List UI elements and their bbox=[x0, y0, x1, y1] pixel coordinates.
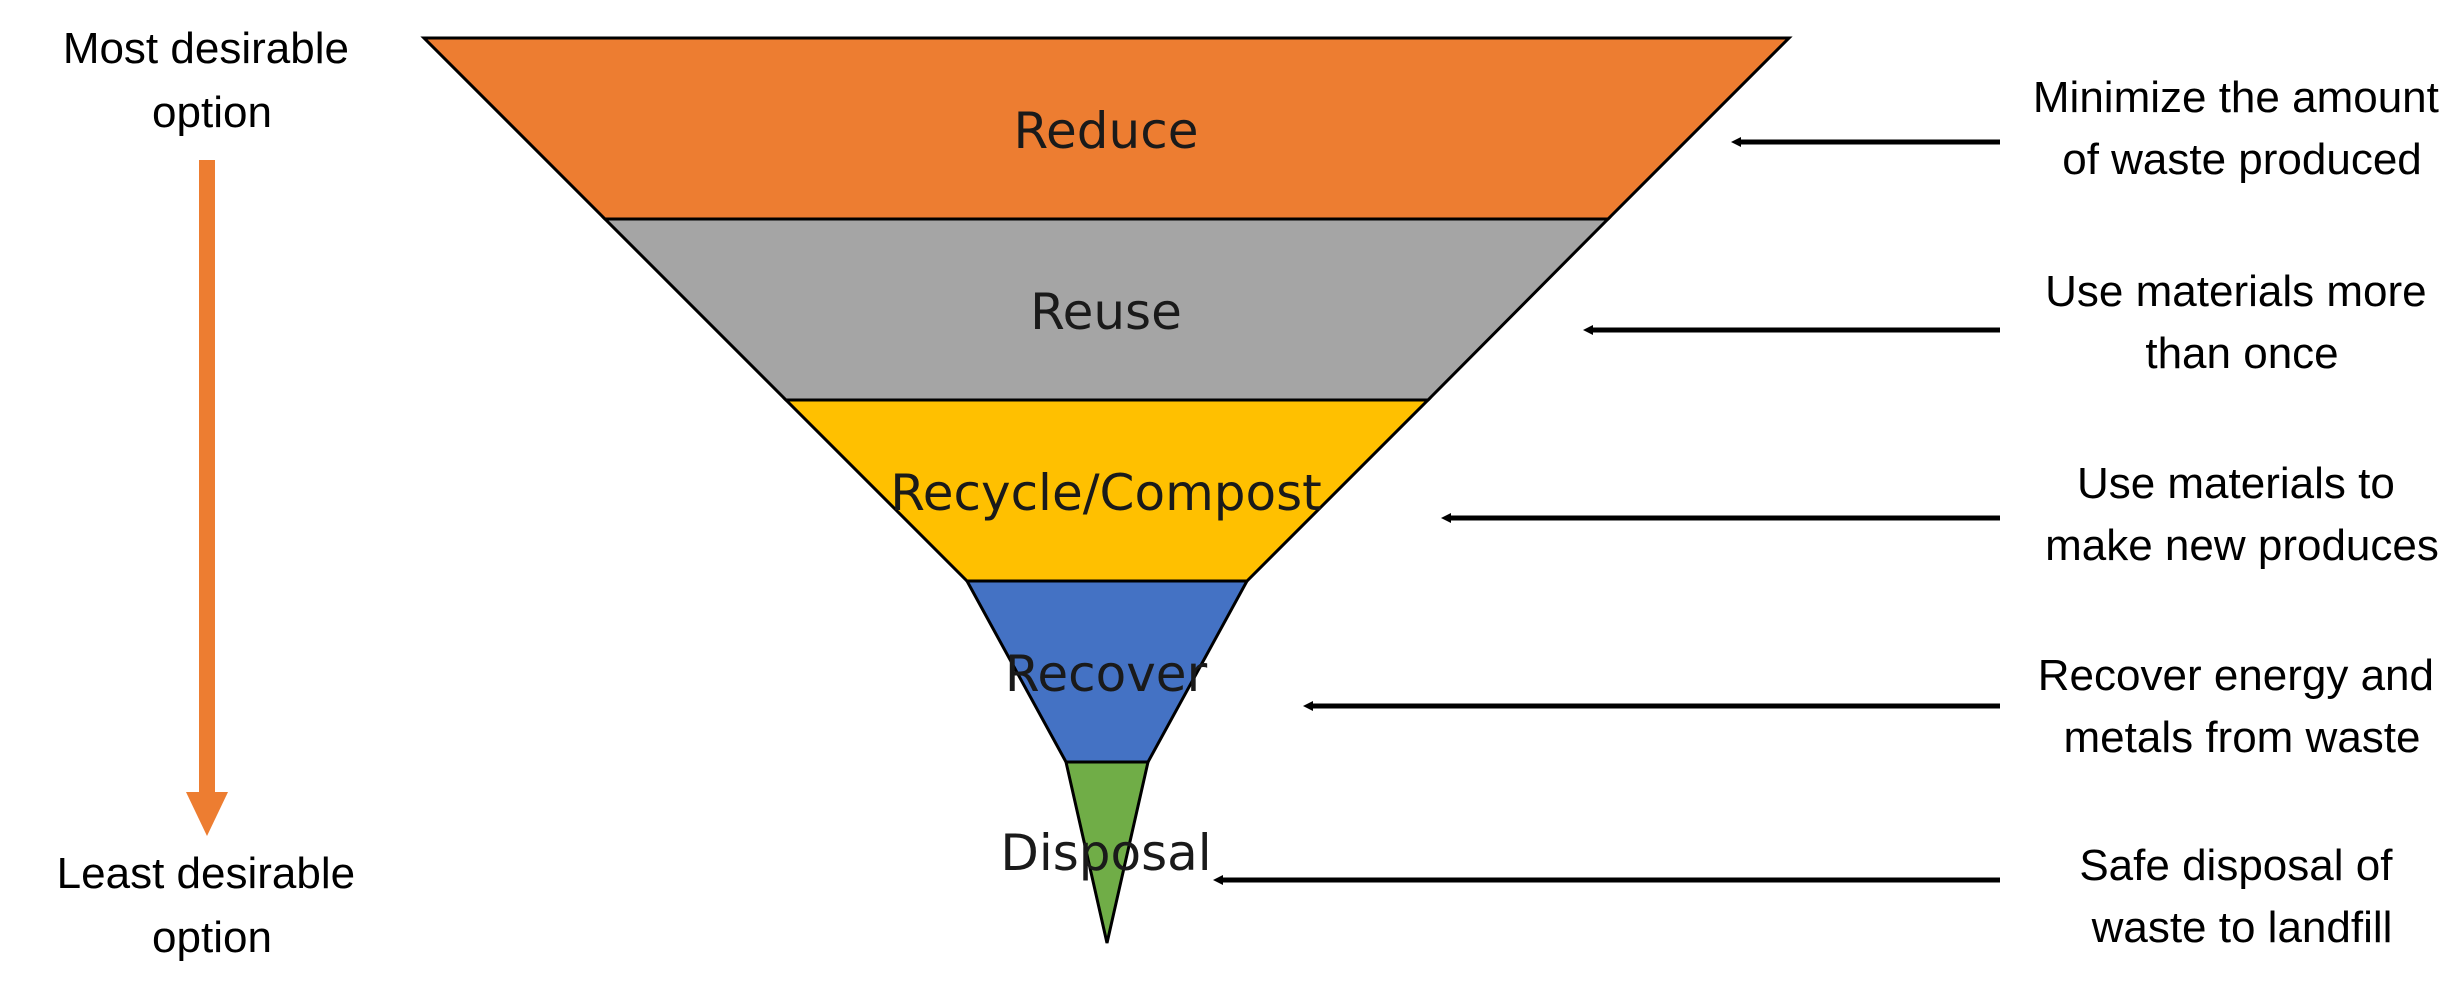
tier-reuse-label: Reuse bbox=[1030, 283, 1182, 341]
description-reuse-line-1: Use materials more bbox=[2045, 267, 2426, 316]
description-reduce-line-2: of waste produced bbox=[2062, 135, 2422, 184]
tier-reduce-label: Reduce bbox=[1014, 102, 1199, 160]
most-desirable-line-2: option bbox=[152, 88, 272, 137]
scale-arrow-head bbox=[186, 792, 228, 836]
description-recycle-compost: Use materials to make new produces bbox=[2045, 459, 2439, 570]
tier-disposal bbox=[1064, 760, 1150, 944]
description-recover: Recover energy and metals from waste bbox=[2038, 651, 2446, 762]
description-recycle-compost-line-1: Use materials to bbox=[2077, 459, 2395, 508]
descriptions: Minimize the amount of waste produced Us… bbox=[1213, 73, 2451, 952]
description-reuse-line-2: than once bbox=[2145, 329, 2338, 378]
least-desirable-line-2: option bbox=[152, 913, 272, 962]
least-desirable-label: Least desirable option bbox=[57, 849, 368, 962]
least-desirable-line-1: Least desirable bbox=[57, 849, 355, 898]
tier-recover-label: Recover bbox=[1005, 645, 1208, 703]
description-disposal-line-1: Safe disposal of bbox=[2079, 841, 2393, 890]
most-desirable-line-1: Most desirable bbox=[63, 24, 349, 73]
description-recover-line-1: Recover energy and bbox=[2038, 651, 2434, 700]
description-reduce: Minimize the amount of waste produced bbox=[2033, 73, 2451, 184]
description-disposal: Safe disposal of waste to landfill bbox=[2079, 841, 2404, 952]
most-desirable-label: Most desirable option bbox=[63, 24, 361, 137]
scale-arrow-shaft bbox=[199, 160, 215, 792]
description-reuse: Use materials more than once bbox=[2045, 267, 2439, 378]
tier-recycle-compost-label: Recycle/Compost bbox=[890, 464, 1322, 522]
description-recover-line-2: metals from waste bbox=[2064, 713, 2421, 762]
description-recycle-compost-line-2: make new produces bbox=[2045, 521, 2439, 570]
hierarchy-pyramid: Reduce Reuse Recycle/Compost Recover Dis… bbox=[420, 36, 1793, 944]
tier-disposal-label: Disposal bbox=[1000, 824, 1211, 882]
desirability-scale: Most desirable option Least desirable op… bbox=[57, 24, 368, 962]
description-disposal-line-2: waste to landfill bbox=[2091, 903, 2393, 952]
description-reduce-line-1: Minimize the amount bbox=[2033, 73, 2439, 122]
